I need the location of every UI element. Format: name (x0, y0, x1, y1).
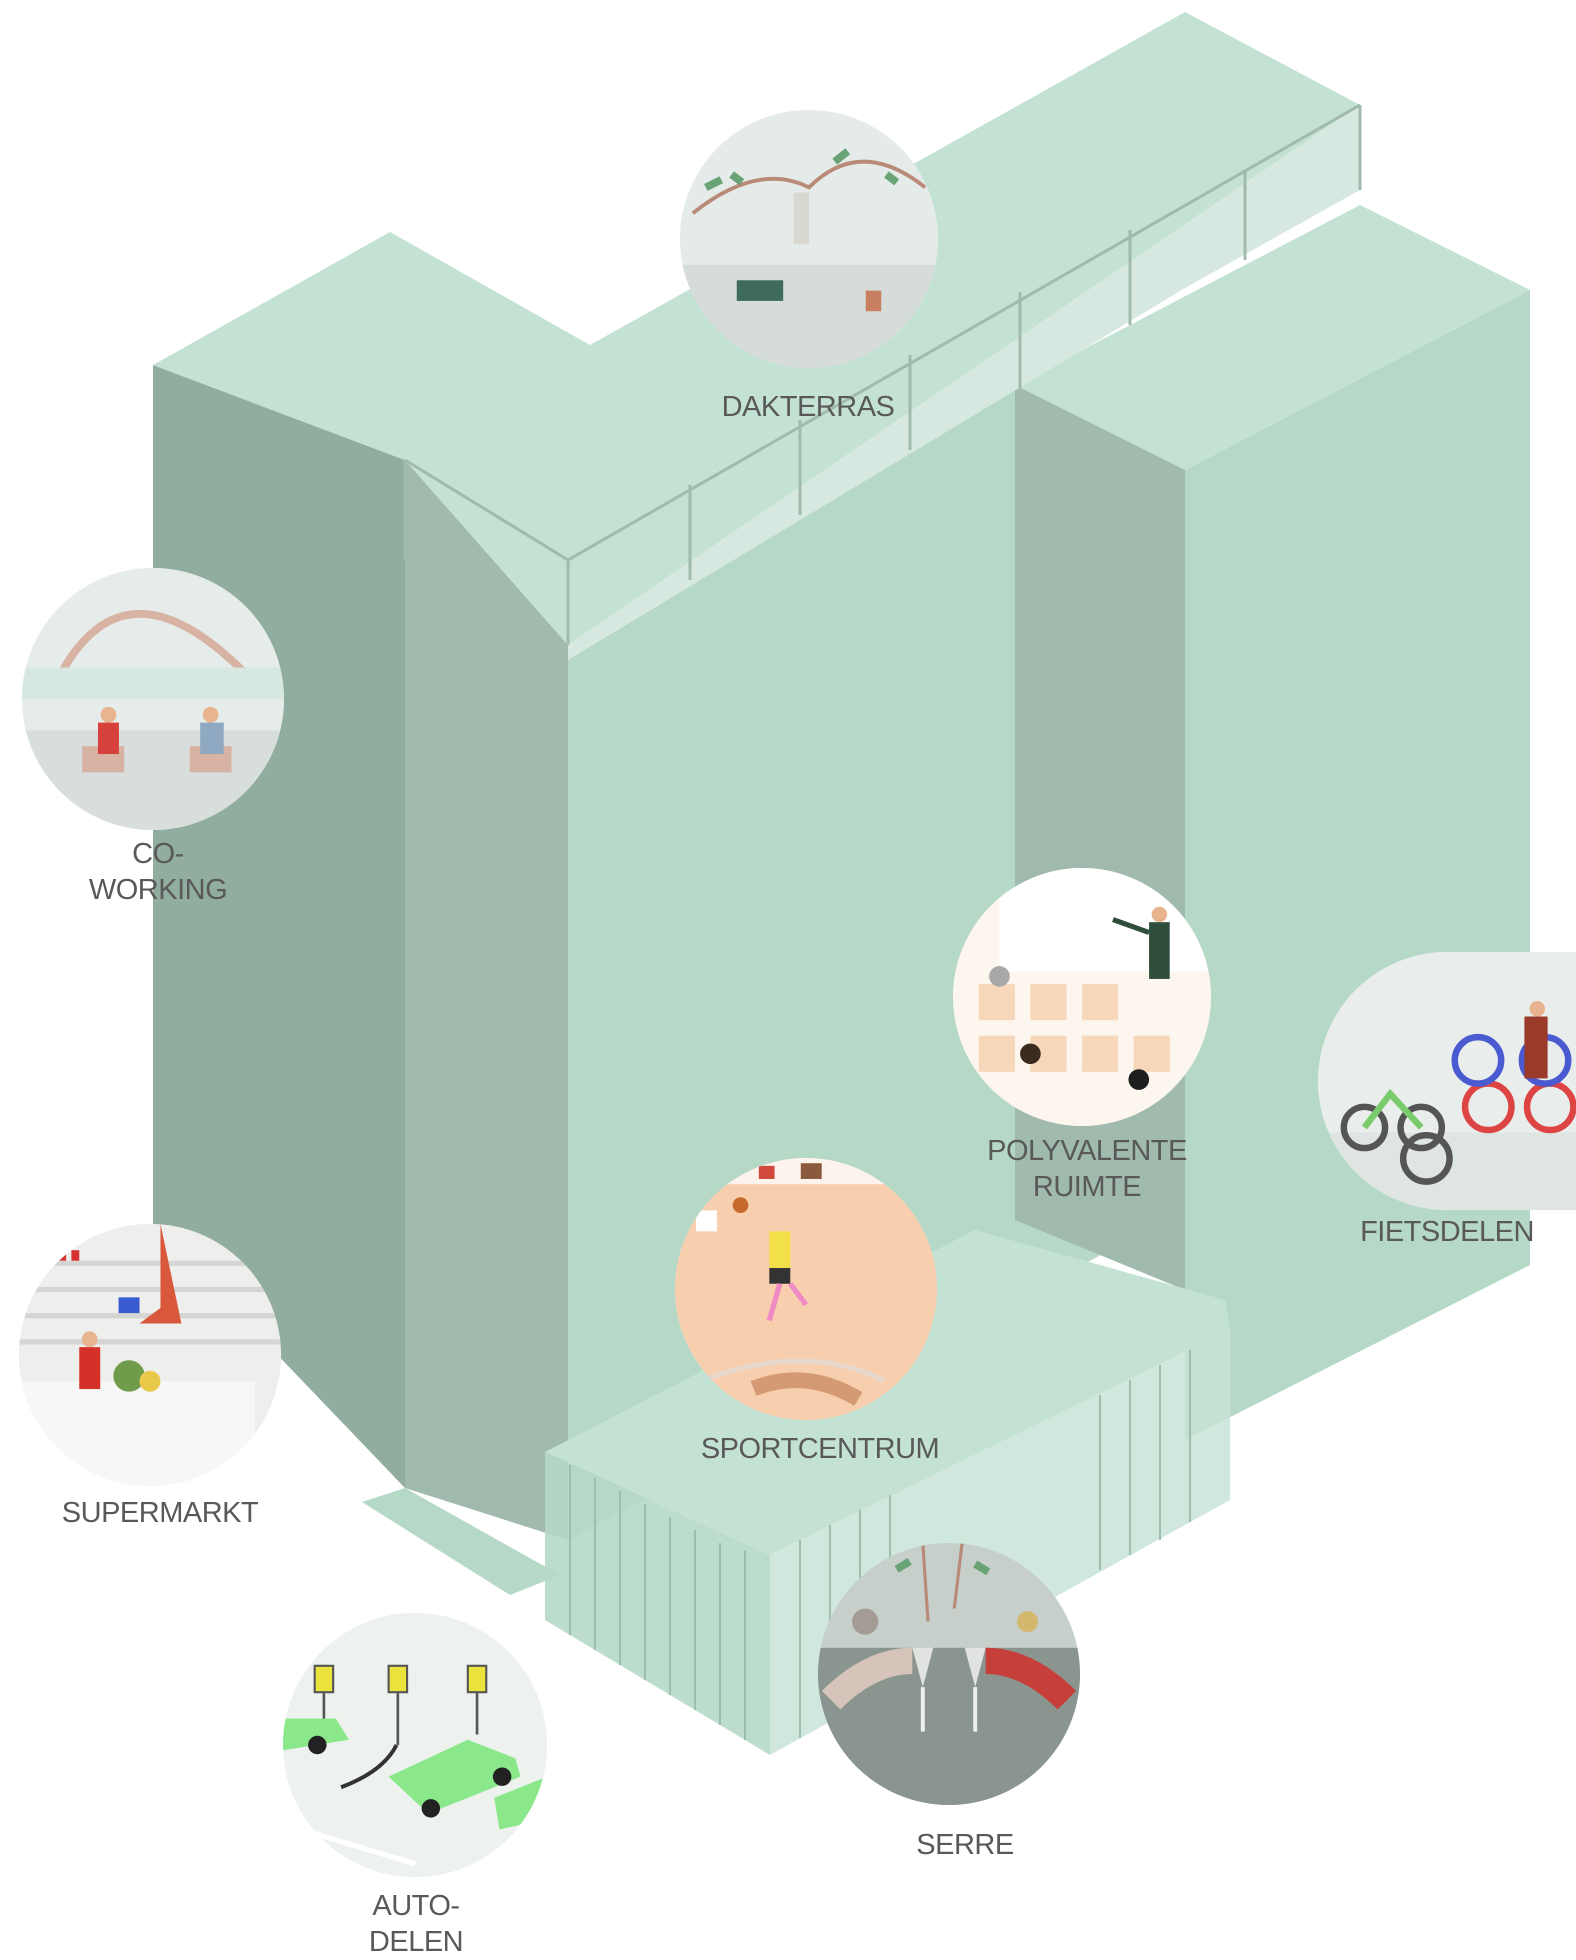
feature-label: FIETSDELEN (1360, 1216, 1534, 1248)
ev-charging-scene-icon[interactable] (283, 1613, 547, 1877)
grocery-scene-icon[interactable] (19, 1224, 281, 1486)
pavilion-mullions (569, 1350, 1191, 1740)
left-tower-roof (153, 232, 590, 460)
coworking-scene-icon[interactable] (22, 568, 284, 830)
presentation-scene-icon[interactable] (953, 868, 1211, 1126)
pavilion-roof (545, 1230, 1230, 1555)
feature-label: SUPERMARKT (61, 1497, 259, 1529)
left-tower-south-face (405, 460, 568, 1540)
feature-label: SERRE (916, 1829, 1014, 1861)
feature-label: CO-WORKING (88, 838, 228, 906)
toast-scene-icon[interactable] (818, 1543, 1080, 1805)
feature-label: POLYVALENTE RUIMTE (987, 1135, 1187, 1203)
roof-railing (568, 105, 1360, 660)
basketball-scene-icon[interactable] (675, 1158, 937, 1420)
feature-label: AUTO-DELEN (368, 1890, 464, 1958)
rooftop-terrace-scene-icon[interactable] (680, 110, 938, 368)
right-tower-roof (1015, 205, 1530, 470)
feature-label: DAKTERRAS (721, 391, 895, 423)
bicycles-scene-icon[interactable] (1318, 952, 1576, 1210)
right-tower-front-face (1185, 290, 1530, 1440)
feature-label: SPORTCENTRUM (700, 1433, 940, 1465)
pavilion-glass-facade (545, 1452, 770, 1755)
entrance-plinth (362, 1488, 560, 1595)
